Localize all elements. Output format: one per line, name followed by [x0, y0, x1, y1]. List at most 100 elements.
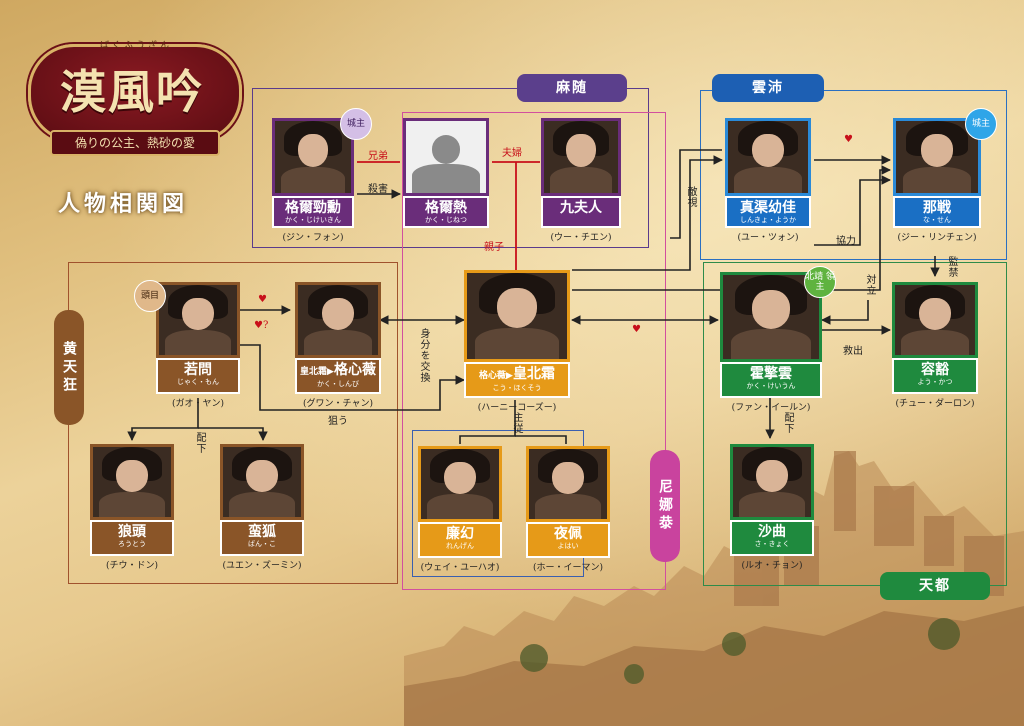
character-name: 格爾勁勳 [274, 198, 352, 216]
rel-mibun: 身分を交換 [418, 328, 429, 383]
character-card-yahai: 夜佩よはい (ホー・イーマン) [526, 446, 610, 573]
logo-subtitle: 偽りの公主、熱砂の愛 [50, 130, 220, 156]
actor-name: (ハーニーコーズー) [477, 403, 557, 413]
character-name-plate: 真渠幼佳しんきょ・ようか [725, 196, 811, 228]
rel-heart-unbai: ♥ [844, 134, 853, 145]
character-ruby: かく・じけいきん [285, 216, 341, 224]
portrait-photo [90, 444, 174, 520]
character-card-kyufujin: 九夫人(ウー・チエン) [541, 118, 621, 243]
character-card-sakyoku: 沙曲さ・きょく (ルオ・チョン) [730, 444, 814, 571]
rel-haika-koutenkyo: 配下 [194, 432, 205, 454]
actor-name: (ウェイ・ユーハオ) [420, 563, 500, 573]
character-name-text: 廉幻 [446, 526, 474, 542]
series-logo: ばくふうぎん 漠風吟 偽りの公主、熱砂の愛 [28, 38, 242, 158]
desert-city-illustration [404, 451, 1024, 726]
character-name: 廉幻 [420, 524, 500, 542]
character-name-text: 霍擎雲 [750, 366, 792, 382]
character-name-text: 九夫人 [560, 200, 602, 216]
character-ruby: かく・けいうん [746, 382, 796, 390]
character-name-text: 真渠幼佳 [740, 200, 796, 216]
character-ruby: かく・しんび [317, 380, 359, 388]
role-badge: 城主 [965, 108, 997, 140]
character-card-kakujikin: 格爾勁勳かく・じけいきん(ジン・フォン)城主 [272, 108, 372, 243]
rel-heart-jakumon: ♥ [258, 294, 267, 305]
frame-tento [703, 262, 1007, 586]
portrait-photo [725, 118, 811, 196]
character-name-text: 那戦 [923, 200, 951, 216]
actor-name: (ジー・リンチェン) [897, 233, 977, 243]
character-name: 九夫人 [543, 198, 619, 216]
actor-name: (チュー・ダーロン) [895, 399, 975, 409]
character-name-plate: 格爾勁勳かく・じけいきん [272, 196, 354, 228]
rel-kyushutsu: 救出 [843, 346, 863, 357]
frame-mazui [252, 88, 649, 248]
character-name: 格爾熱 [405, 198, 487, 216]
character-card-youkatsu: 容豁よう・かつ(チュー・ダーロン) [892, 282, 978, 409]
character-name: 若問 [158, 360, 238, 378]
rel-shuju: 主従 [511, 412, 522, 434]
rel-heart-center: ♥ [632, 324, 641, 335]
portrait-photo [526, 446, 610, 522]
character-name-plate: 夜佩よはい [526, 522, 610, 558]
character-card-kakushinbi: 皇北霜▶格心薇かく・しんび(グワン・チャン) [295, 282, 381, 409]
character-name-plate: 狼頭ろうとう [90, 520, 174, 556]
rel-tairitsu: 対立 [864, 274, 875, 296]
frame-jiniyuu [402, 112, 666, 590]
character-ruby: こう・ほくそう [492, 384, 542, 392]
rel-tekishi: 敵視 [685, 186, 696, 208]
rel-fuufu: 夫婦 [502, 148, 522, 159]
faction-tag-unbai: 雲沛 [712, 74, 824, 102]
unknown-person-icon [403, 118, 489, 196]
rel-haika-tento: 配下 [782, 412, 793, 434]
character-name: 容豁 [894, 360, 976, 378]
portrait-photo [892, 282, 978, 358]
character-name-plate: 廉幻れんげん [418, 522, 502, 558]
character-ruby: かく・じねつ [425, 216, 467, 224]
character-name-text: 格爾熱 [425, 200, 467, 216]
faction-tag-mazui: 麻随 [517, 74, 627, 102]
rel-shinshi: 親子 [484, 242, 504, 253]
character-name-plate: 那戦な・せん [893, 196, 981, 228]
actor-name: (ルオ・チョン) [741, 561, 803, 571]
character-name-plate: 九夫人 [541, 196, 621, 228]
character-name-plate: 霍擎雲かく・けいうん [720, 362, 822, 398]
rel-kankin: 監禁 [946, 256, 957, 278]
character-name: 沙曲 [732, 522, 812, 540]
character-ruby: さ・きょく [754, 540, 790, 548]
character-name-text: 皇北霜 [512, 366, 555, 382]
character-card-kakujinetsu: 格爾熱かく・じねつ [403, 118, 489, 242]
character-name-text: 格心薇 [333, 362, 376, 378]
character-ruby: じゃく・もん [177, 378, 219, 386]
actor-name: (ガオ・ヤン) [171, 399, 225, 409]
rel-nerau: 狙う [328, 416, 348, 427]
portrait-photo [464, 270, 570, 362]
actor-name: (ファン・イールン) [731, 403, 811, 413]
faction-tag-koutenkyo: 黄天狂 [54, 310, 84, 425]
former-name-prefix: 皇北霜▶ [300, 367, 334, 377]
role-badge: 頭目 [134, 280, 166, 312]
character-ruby: ばん・こ [248, 540, 276, 548]
logo-title: 漠風吟 [60, 65, 204, 119]
character-ruby: れんげん [446, 542, 474, 550]
character-name: 霍擎雲 [722, 364, 820, 382]
character-name-text: 狼頭 [118, 524, 146, 540]
frame-unbai [700, 90, 1007, 260]
rel-kyoudai: 兄弟 [368, 151, 388, 162]
actor-name: (ユエン・ズーミン) [222, 561, 302, 571]
logo-ruby: ばくふうぎん [99, 41, 172, 51]
portrait-photo [220, 444, 304, 520]
portrait-photo [418, 446, 502, 522]
faction-tag-jiniyuu: 尼娜㳟 [650, 450, 680, 562]
actor-name: (ホー・イーマン) [532, 563, 604, 573]
character-name-text: 若問 [184, 362, 212, 378]
character-card-banko: 蛮狐ばん・こ (ユエン・ズーミン) [220, 444, 304, 571]
character-ruby: しんきょ・ようか [740, 216, 796, 224]
character-name-text: 蛮狐 [248, 524, 276, 540]
character-name-text: 容豁 [921, 362, 949, 378]
rel-heartq: ♥? [254, 320, 269, 331]
character-ruby: ろうとう [118, 540, 146, 548]
character-name-text: 沙曲 [758, 524, 786, 540]
role-badge: 北靖 領主 [804, 266, 836, 298]
